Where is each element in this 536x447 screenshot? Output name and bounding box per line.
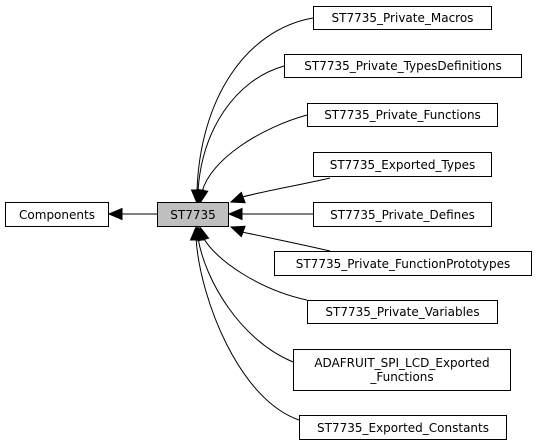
node-st7735-private-functions[interactable]: ST7735_Private_Functions [307, 103, 498, 127]
edge-private-macros [196, 17, 314, 192]
edge-private-typesdefinitions [197, 65, 285, 192]
node-st7735-private-macros[interactable]: ST7735_Private_Macros [313, 6, 492, 30]
edge-adafruit-exported-functions [197, 237, 294, 363]
node-adafruit-spi-lcd-exported-functions[interactable]: ADAFRUIT_SPI_LCD_Exported _Functions [293, 349, 511, 391]
edge-private-functions [201, 114, 308, 193]
edge-private-variables [202, 236, 308, 301]
node-st7735: ST7735 [157, 202, 229, 227]
edge-private-functionprototypes [241, 231, 331, 252]
edge-private-functionprototypes-arrowhead [229, 225, 246, 238]
node-st7735-private-defines[interactable]: ST7735_Private_Defines [313, 202, 492, 227]
node-st7735-exported-types[interactable]: ST7735_Exported_Types [313, 152, 492, 177]
edge-private-functions-arrowhead [196, 188, 209, 205]
node-st7735-private-typesdefinitions[interactable]: ST7735_Private_TypesDefinitions [284, 54, 522, 78]
node-st7735-exported-constants[interactable]: ST7735_Exported_Constants [299, 415, 507, 440]
edge-exported-types [241, 177, 331, 198]
node-st7735-private-functionprototypes[interactable]: ST7735_Private_FunctionPrototypes [274, 251, 532, 276]
edge-exported-constants-arrowhead [189, 225, 203, 241]
edge-private-defines-arrowhead [227, 207, 243, 221]
edge-exported-types-arrowhead [229, 191, 246, 204]
edge-exported-constants [195, 237, 300, 421]
node-components[interactable]: Components [5, 202, 109, 227]
node-st7735-private-variables[interactable]: ST7735_Private_Variables [307, 300, 498, 324]
edge-st7735-to-components-arrowhead [107, 207, 123, 221]
